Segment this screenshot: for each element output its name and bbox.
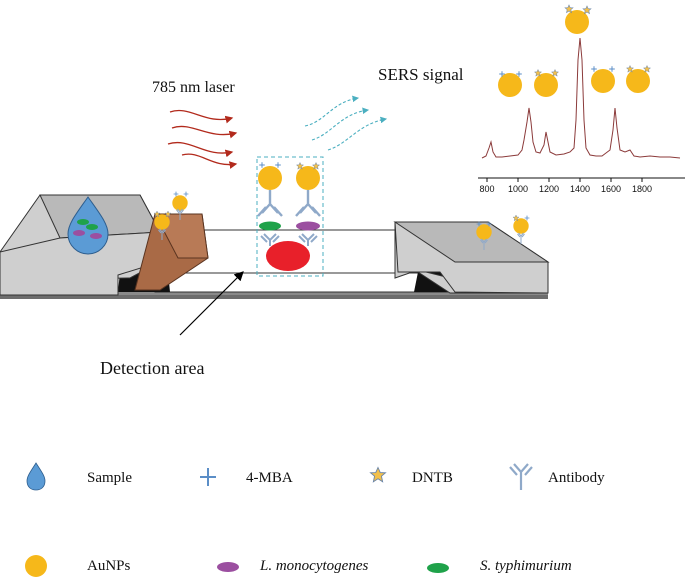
tick-label: 1000 — [508, 184, 528, 194]
scatter-beams — [304, 95, 388, 151]
tick-label: 1600 — [601, 184, 621, 194]
sample-drop — [67, 196, 109, 255]
star-icon — [369, 466, 387, 483]
legend-aunps: AuNPs — [87, 558, 131, 574]
tick-label: 1200 — [539, 184, 559, 194]
legend-mba: 4-MBA — [246, 470, 293, 486]
tick-label: 1400 — [570, 184, 590, 194]
legend-s-typh: S. typhimurium — [480, 558, 572, 574]
s-typh-icon — [427, 563, 449, 573]
laser-beams — [167, 109, 238, 169]
aunp-icon — [25, 555, 47, 577]
tick-label: 1800 — [632, 184, 652, 194]
detection-area-arrow — [179, 271, 244, 336]
sers-signal-label: SERS signal — [378, 65, 464, 84]
sers-spectrum: SERS signal 800 1000 1200 1400 1600 1800 — [378, 4, 685, 194]
spectrum-ticks: 800 1000 1200 1400 1600 1800 — [479, 178, 652, 194]
detection-area-label: Detection area — [100, 358, 204, 378]
plus-icon — [200, 468, 216, 486]
sample-drop-icon — [26, 462, 46, 491]
laser-label: 785 nm laser — [152, 79, 235, 96]
legend-l-mono: L. monocytogenes — [259, 558, 368, 574]
antibody-icon — [509, 463, 533, 490]
legend-dntb: DNTB — [412, 470, 453, 486]
legend-sample: Sample — [87, 470, 132, 486]
legend-antibody: Antibody — [548, 470, 605, 486]
tick-label: 800 — [479, 184, 494, 194]
spectrum-line — [481, 37, 681, 159]
l-mono-icon — [217, 562, 239, 572]
lateral-flow-strip — [0, 194, 550, 299]
detection-area — [256, 156, 324, 277]
legend: Sample 4-MBA DNTB Antibody AuNPs L. mono… — [25, 462, 605, 577]
